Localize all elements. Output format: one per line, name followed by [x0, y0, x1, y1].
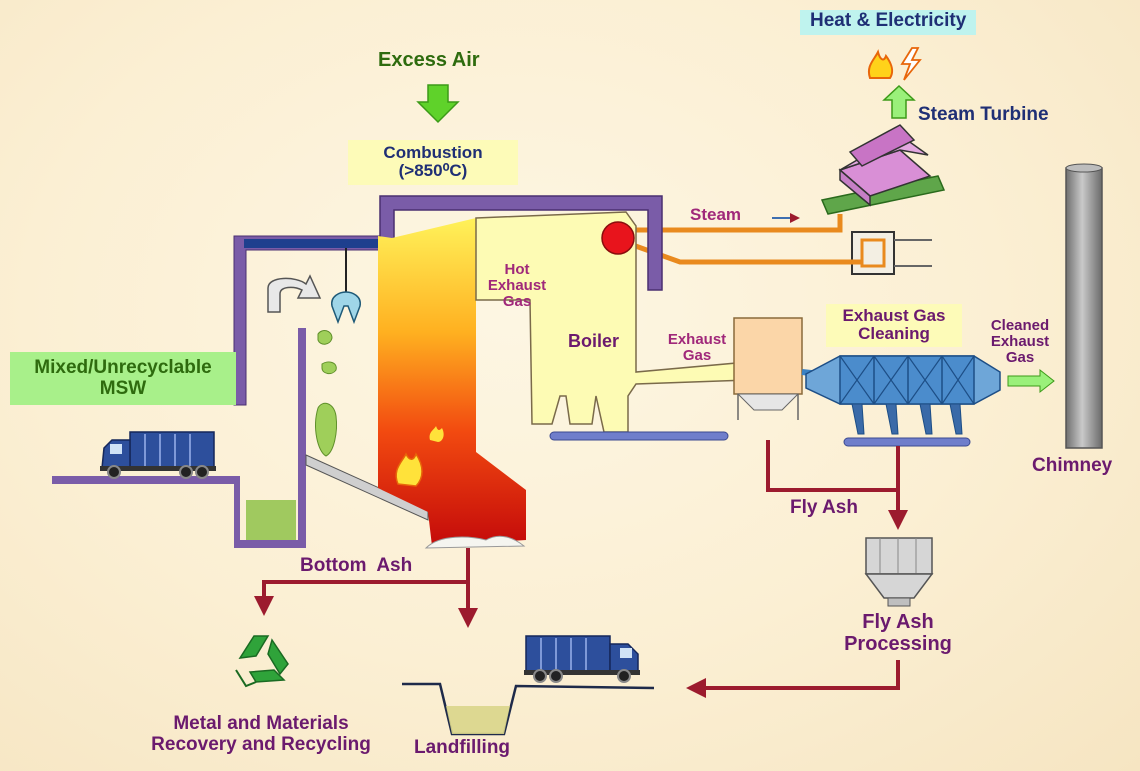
bottom-ash-label: Bottom Ash: [300, 555, 413, 576]
flame-icon: [395, 426, 444, 487]
steam-pipe-upper: [630, 214, 843, 233]
recovery-line1: Metal and Materials: [173, 713, 349, 734]
boiler: [475, 211, 749, 433]
exhaust-gas-label: Exhaust Gas: [660, 331, 734, 365]
landfilling-label: Landfilling: [414, 737, 511, 758]
exhaust-gas-cleaning-label: Exhaust Gas Cleaning: [826, 304, 962, 347]
msw-label: Mixed/Unrecyclable MSW: [10, 352, 236, 406]
processing-to-landfill-line: [686, 660, 900, 698]
steam-pipe-lower: [629, 241, 862, 265]
cleaned-exhaust-gas-label: Cleaned Exhaust Gas: [982, 317, 1058, 367]
exhaust-gas-scrubber: [805, 355, 1001, 435]
excess-air-arrow: [416, 84, 460, 124]
steam-turbine-label: Steam Turbine: [918, 104, 1049, 125]
flame-icon: [868, 49, 894, 79]
falling-waste: [315, 330, 337, 457]
combustion-label-line2: (>850⁰C): [398, 161, 468, 181]
boiler-ash-conveyor: [549, 431, 729, 441]
garbage-truck-icon: [100, 431, 216, 479]
fly-ash-line-left: [766, 440, 898, 492]
cleaned-line3: Gas: [1005, 349, 1035, 367]
hopper-waste: [246, 500, 296, 540]
exhaust-cleaning-line2: Cleaning: [858, 324, 930, 344]
crane-claw-icon: [331, 248, 361, 325]
msw-line1: Mixed/Unrecyclable: [34, 357, 212, 378]
exhaust-cleaning-line1: Exhaust Gas: [842, 306, 946, 325]
crane-rail: [244, 239, 378, 248]
cleaned-line2: Exhaust: [990, 333, 1050, 351]
hot-exhaust-line3: Gas: [502, 293, 532, 311]
fly-ash-silo: [864, 537, 934, 607]
combustion-label: Combustion (>850⁰C): [348, 140, 518, 185]
excess-air-label: Excess Air: [378, 49, 480, 71]
turbine-up-arrow: [882, 84, 916, 119]
chimney: [1065, 163, 1103, 449]
bottom-ash-recycle-line: [254, 580, 468, 616]
condenser: [851, 231, 932, 275]
exhaust-gas-line2: Gas: [682, 347, 712, 365]
landfill-pit: [402, 682, 655, 736]
hot-exhaust-line1: Hot: [504, 261, 530, 278]
garbage-truck-icon: [524, 635, 640, 683]
recovery-line2: Recovery and Recycling: [151, 733, 371, 755]
hopper-wall: [298, 328, 306, 548]
cleaned-line1: Cleaned: [990, 317, 1050, 334]
bottom-ash-pile: [424, 535, 526, 549]
hot-exhaust-line2: Exhaust: [487, 277, 547, 295]
heat-electricity-title: Heat & Electricity: [800, 10, 977, 35]
metal-recovery-label: Metal and Materials Recovery and Recycli…: [126, 713, 396, 755]
chimney-label: Chimney: [1032, 455, 1113, 476]
exhaust-gas-line1: Exhaust: [667, 331, 727, 348]
combustion-label-line1: Combustion: [383, 143, 483, 162]
recycle-icon: [235, 635, 289, 688]
feed-hopper-frame: [233, 235, 381, 406]
scrubber-ash-conveyor: [843, 437, 971, 447]
steam-drum: [601, 221, 635, 255]
fly-ash-processing-line2: Processing: [844, 632, 952, 655]
boiler-label: Boiler: [568, 331, 620, 351]
steam-label: Steam: [690, 205, 742, 224]
hot-exhaust-gas-label: Hot Exhaust Gas: [482, 261, 552, 311]
fly-ash-processing-label: Fly Ash Processing: [834, 611, 962, 655]
msw-line2: MSW: [99, 377, 147, 399]
fly-ash-label: Fly Ash: [790, 497, 858, 518]
feed-direction-arrow: [267, 274, 322, 313]
fly-ash-processing-line1: Fly Ash: [862, 611, 934, 633]
lightning-icon: [900, 47, 922, 81]
steam-turbine: [820, 124, 946, 215]
fly-ash-filter: [733, 317, 821, 420]
waste-chute: [52, 476, 306, 548]
cleaned-gas-arrow: [1007, 368, 1055, 394]
